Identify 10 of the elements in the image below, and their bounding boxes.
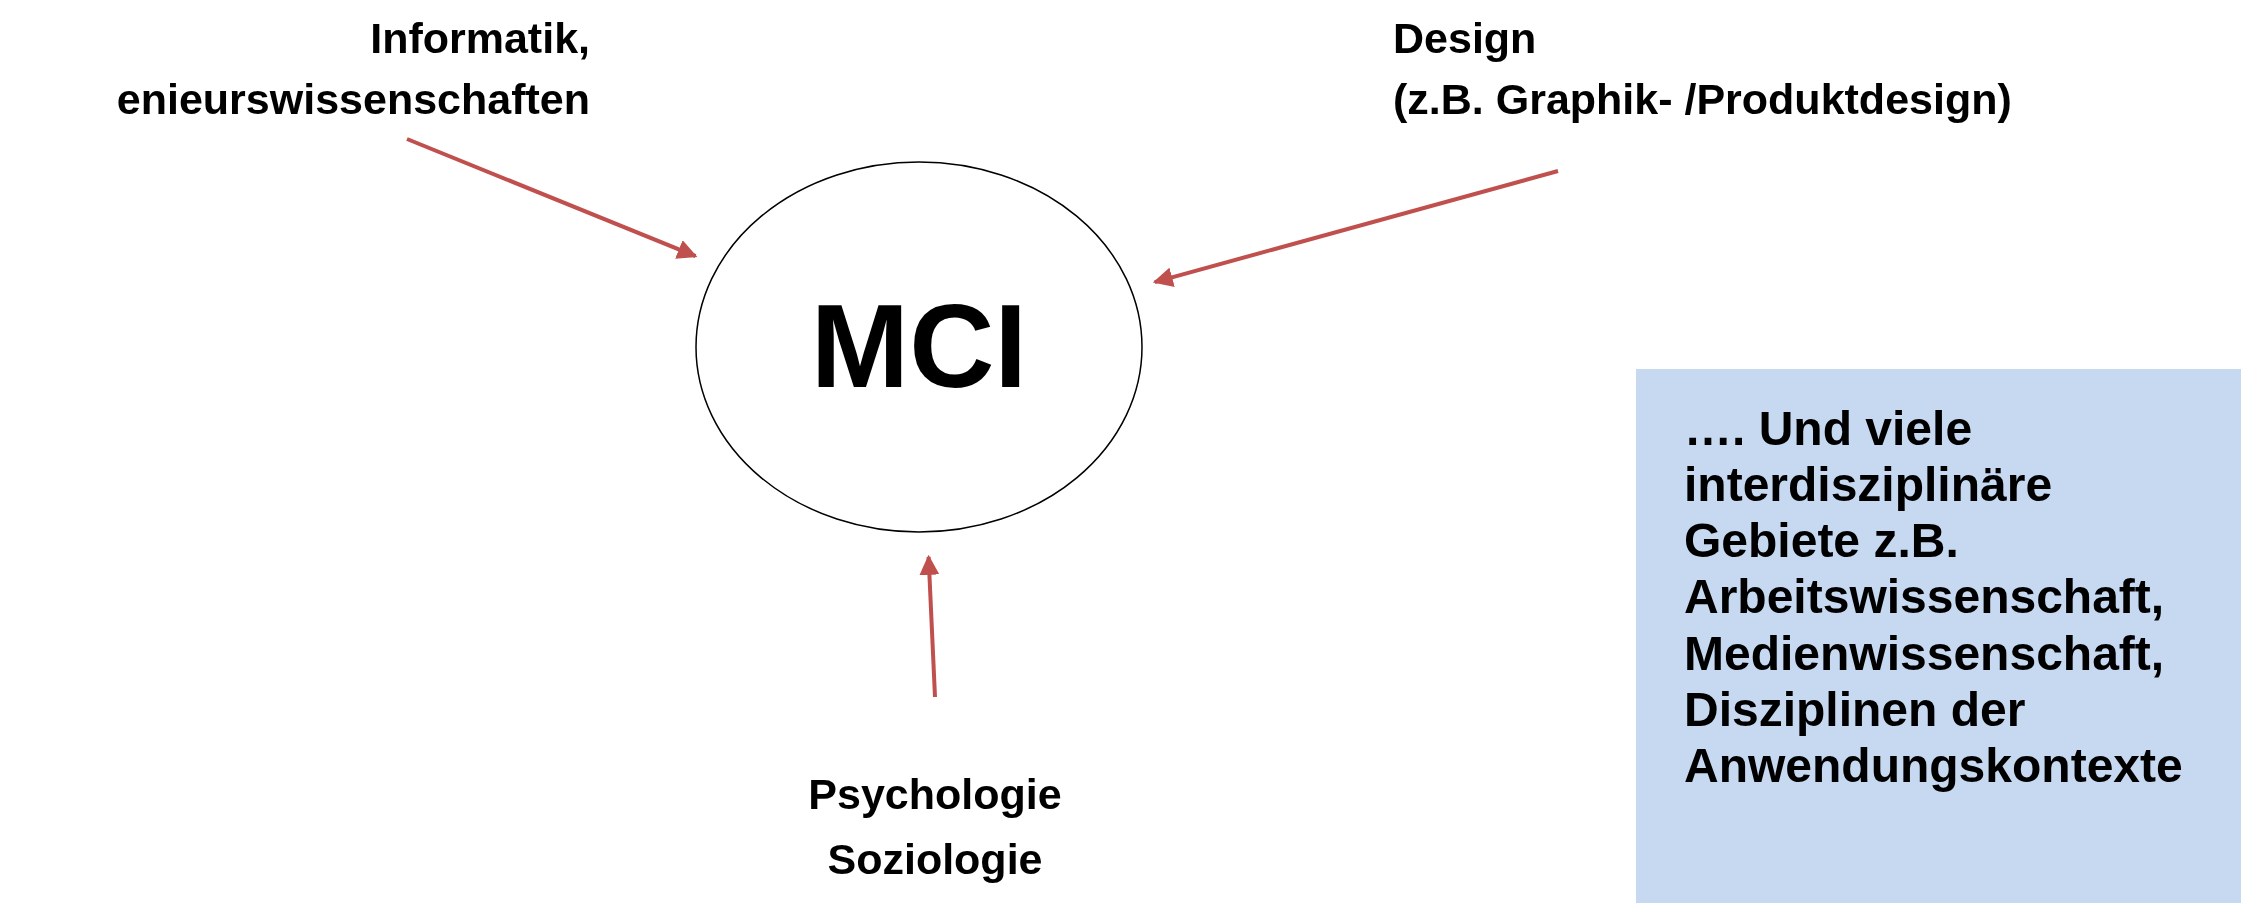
arrow — [406, 137, 698, 259]
arrow — [1152, 169, 1559, 287]
note-box — [1636, 369, 2241, 903]
arrow — [919, 554, 940, 698]
discipline-name: Informatik, enieurswissenschaften — [115, 13, 590, 126]
note-text: …. Und viele interdisziplinäre Gebiete z.B. Arbeitswissenschaft, Medienwissenschaft, Disziplinen der Anwendungskontexte — [1684, 401, 2184, 794]
discipline-name: (z.B. Graphik- /Produktdesign) — [1393, 74, 2013, 126]
discipline-name: Design — [1393, 13, 1538, 64]
title-text: MCI — [810, 279, 1028, 415]
discipline-name: Psychologie Soziologie — [807, 769, 1063, 885]
